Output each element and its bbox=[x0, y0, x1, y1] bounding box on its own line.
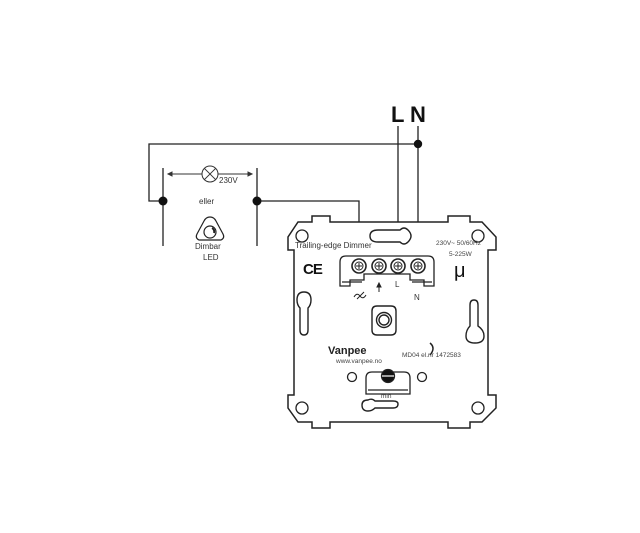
junction-dots bbox=[158, 139, 423, 206]
hole-adj-left bbox=[346, 371, 358, 383]
terminal-screws bbox=[351, 258, 426, 274]
brand-swoosh bbox=[429, 342, 434, 356]
terminal-screw-arrow bbox=[371, 258, 387, 274]
terminal-screw-load bbox=[351, 258, 367, 274]
hole-bottom-right bbox=[471, 401, 485, 415]
terminal-label-l: L bbox=[395, 280, 400, 289]
slot-right bbox=[465, 299, 485, 344]
rotary-shaft bbox=[371, 305, 397, 336]
dimmer-type-label: Trailing-edge Dimmer bbox=[295, 241, 372, 250]
terminal-screw-n bbox=[410, 258, 426, 274]
terminal-glyphs bbox=[353, 281, 382, 300]
terminal-label-n: N bbox=[414, 293, 420, 302]
brand-website: www.vanpee.no bbox=[336, 358, 382, 365]
lamp-symbol bbox=[166, 165, 254, 183]
alternative-label: eller bbox=[199, 197, 215, 206]
junction-right bbox=[252, 196, 262, 206]
neutral-loop-wire bbox=[148, 143, 418, 202]
hole-adj-right bbox=[416, 371, 428, 383]
rating-line2: 5-225W bbox=[449, 251, 472, 258]
slot-top bbox=[369, 227, 412, 245]
hole-bottom-left bbox=[295, 401, 309, 415]
slot-left bbox=[296, 291, 312, 336]
neutral-label: N bbox=[410, 102, 426, 127]
terminal-screw-l bbox=[390, 258, 406, 274]
keyhole-slots bbox=[296, 227, 485, 412]
model-number: MD04 el.nr 1472583 bbox=[402, 352, 461, 359]
led-label-line2: LED bbox=[203, 253, 219, 262]
brand-logo: Vanpee bbox=[328, 345, 367, 357]
dimmable-led-icon bbox=[195, 216, 225, 241]
hole-top-left bbox=[295, 229, 309, 243]
junction-left bbox=[158, 196, 168, 206]
junction-n-top bbox=[413, 139, 423, 149]
hole-top-right bbox=[471, 229, 485, 243]
slot-bottom bbox=[361, 398, 399, 412]
lamp-voltage: 230V bbox=[219, 176, 238, 185]
ce-mark: CE bbox=[303, 261, 323, 278]
line-label: L bbox=[391, 102, 405, 127]
min-trimmer bbox=[365, 368, 411, 395]
rating-line1: 230V~ 50/60Hz bbox=[436, 240, 481, 247]
led-label-line1: Dimbar bbox=[195, 242, 221, 251]
min-label: min bbox=[381, 393, 392, 400]
mounting-holes bbox=[295, 229, 485, 415]
micro-gap-symbol: μ bbox=[454, 260, 466, 282]
